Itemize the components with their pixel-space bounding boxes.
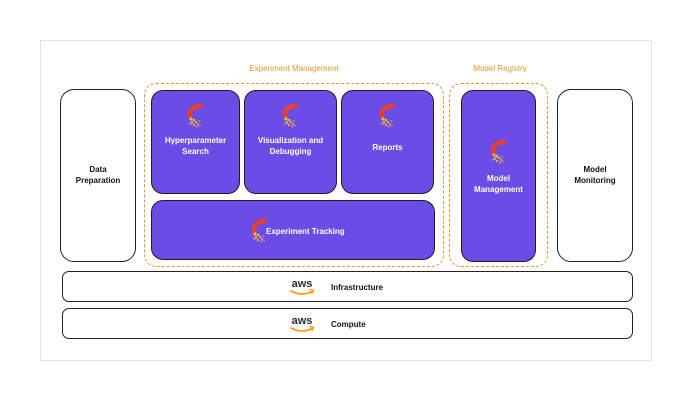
hyperparameter-search-box: Hyperparameter Search [151, 90, 240, 194]
model-monitoring-box: Model Monitoring [557, 89, 633, 262]
data-preparation-box: Data Preparation [60, 89, 136, 262]
wandb-logo-icon [187, 103, 203, 128]
infrastructure-bar: aws Infrastructure [62, 271, 633, 302]
visualization-debugging-label: Visualization and Debugging [257, 136, 324, 156]
reports-label: Reports [372, 143, 403, 152]
hyperparameter-search-label: Hyperparameter Search [164, 136, 227, 156]
experiment-management-label: Experiment Management [249, 64, 339, 73]
aws-logo-icon: aws [290, 315, 315, 332]
model-registry-group [449, 83, 548, 267]
visualization-debugging-box: Visualization and Debugging [244, 90, 337, 194]
compute-label: Compute [331, 320, 366, 329]
wandb-logo-icon [490, 139, 506, 164]
reports-box: Reports [341, 90, 434, 194]
svg-text:aws: aws [292, 315, 313, 327]
aws-logo-icon: aws [290, 278, 315, 295]
svg-text:aws: aws [292, 278, 313, 290]
experiment-tracking-box: Experiment Tracking [151, 200, 435, 260]
wandb-logo-icon [251, 218, 268, 243]
model-registry-label: Model Registry [473, 64, 527, 73]
infrastructure-label: Infrastructure [331, 283, 384, 292]
experiment-management-group [144, 83, 444, 267]
compute-bar: aws Compute [62, 308, 633, 339]
model-management-box: Model Management [461, 90, 536, 262]
wandb-logo-icon [379, 103, 395, 128]
wandb-logo-icon [282, 103, 298, 128]
experiment-tracking-label: Experiment Tracking [266, 227, 345, 236]
model-management-label: Model Management [474, 174, 523, 194]
data-preparation-label: Data Preparation [75, 164, 121, 185]
model-monitoring-label: Model Monitoring [574, 164, 616, 185]
